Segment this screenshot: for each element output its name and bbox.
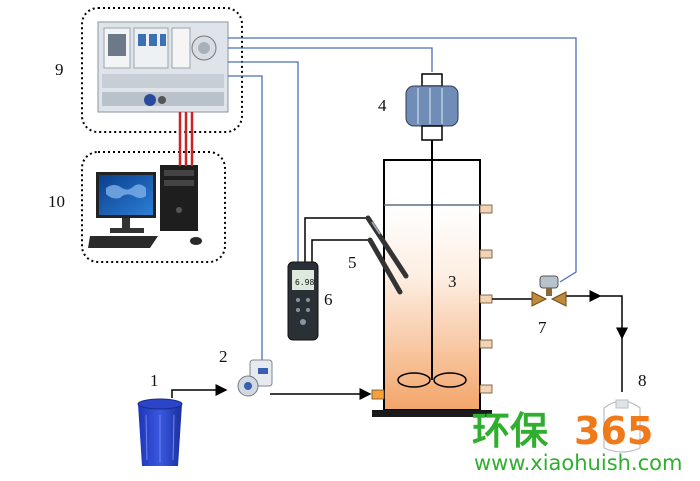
control-valve [531, 275, 567, 307]
label-8: 8 [638, 371, 647, 390]
label-6: 6 [324, 290, 333, 309]
watermark: 环保 365 www.xiaohuish.com [472, 409, 682, 475]
watermark-brand-cn: 环保 [472, 409, 549, 453]
reactor-vessel [371, 140, 493, 417]
label-1: 1 [150, 371, 159, 390]
sensor-probes [304, 215, 409, 295]
label-7: 7 [538, 318, 547, 337]
ph-meter: 6.98 [287, 261, 319, 341]
label-3: 3 [448, 272, 457, 291]
data-cable [178, 112, 194, 166]
feed-bucket [137, 398, 183, 466]
signal-wires [228, 37, 577, 372]
label-10: 10 [48, 192, 65, 211]
label-4: 4 [378, 96, 387, 115]
computer [88, 165, 202, 248]
control-panel [97, 21, 229, 113]
label-5: 5 [348, 253, 357, 272]
flow-lines [171, 290, 628, 400]
effluent-vessel [603, 399, 641, 453]
stirrer-motor [405, 73, 459, 141]
label-9: 9 [55, 60, 64, 79]
peristaltic-pump [237, 359, 273, 397]
computer-group-border [81, 151, 226, 263]
label-2: 2 [219, 347, 228, 366]
watermark-url: www.xiaohuish.com [474, 451, 682, 475]
meter-display: 6.98 [295, 278, 314, 287]
watermark-brand-num: 365 [574, 409, 653, 453]
